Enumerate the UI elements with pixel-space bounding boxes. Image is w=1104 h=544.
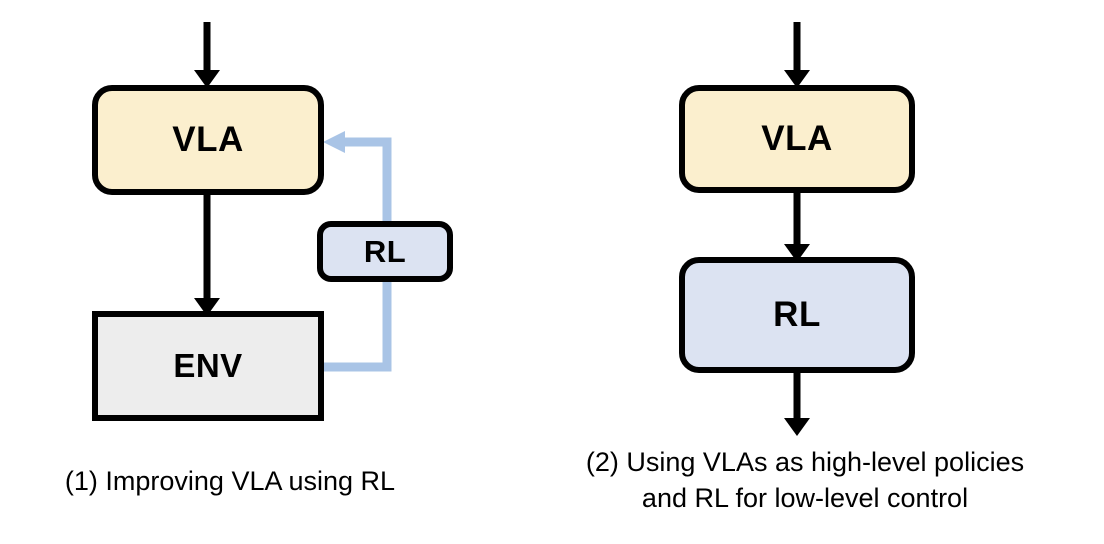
- panel-1-caption: (1) Improving VLA using RL: [10, 463, 450, 499]
- arrow-vla-to-rl-right: [780, 190, 814, 262]
- node-rl-left-label: RL: [363, 233, 407, 269]
- panel-1-caption-line-1: (1) Improving VLA using RL: [64, 466, 396, 496]
- node-env-left-label: ENV: [173, 347, 243, 384]
- arrow-input-to-vla-right: [780, 22, 814, 88]
- node-rl-right-label: RL: [773, 295, 821, 334]
- arrow-vla-to-env-left: [190, 192, 224, 316]
- arrow-shaft: [793, 190, 801, 246]
- arrow-head: [784, 70, 810, 88]
- node-vla-right-label: VLA: [761, 119, 833, 158]
- node-rl-left[interactable]: RL: [317, 221, 453, 282]
- arrow-shaft: [793, 22, 801, 72]
- node-env-left[interactable]: ENV: [92, 311, 324, 421]
- node-vla-left-label: VLA: [172, 120, 244, 159]
- arrow-shaft: [203, 192, 211, 300]
- panel-2-caption-line-1: (2) Using VLAs as high-level policies: [585, 447, 1025, 477]
- arrow-head: [194, 70, 220, 88]
- node-vla-left[interactable]: VLA: [92, 85, 324, 195]
- arrow-shaft: [793, 370, 801, 420]
- arrow-shaft: [203, 22, 211, 72]
- panel-2-caption: (2) Using VLAs as high-level policies an…: [520, 444, 1090, 517]
- arrow-head: [784, 418, 810, 436]
- node-vla-right[interactable]: VLA: [679, 85, 915, 193]
- arrow-rl-to-output-right: [780, 370, 814, 436]
- panel-2-caption-line-2: and RL for low-level control: [641, 483, 969, 514]
- node-rl-right[interactable]: RL: [679, 257, 915, 373]
- feedback-loop-arrowhead: [323, 131, 345, 153]
- arrow-input-to-vla-left: [190, 22, 224, 88]
